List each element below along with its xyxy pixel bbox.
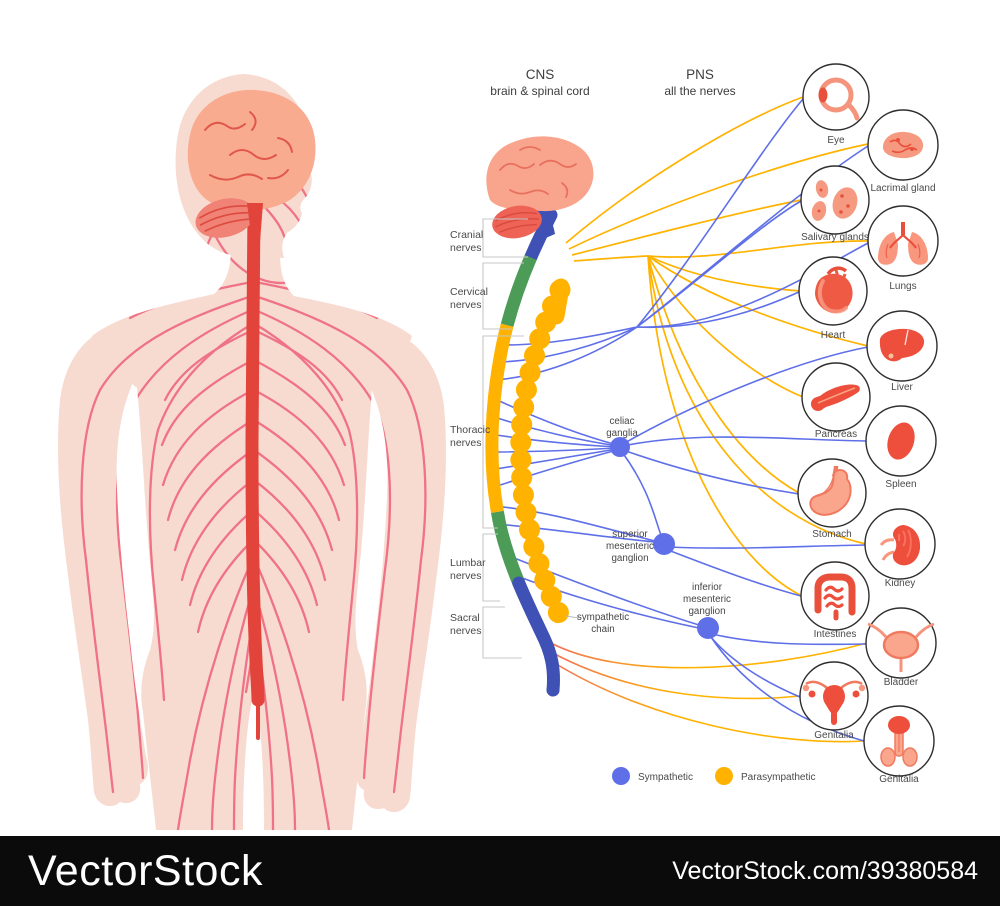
sympathetic-legend-label: Sympathetic xyxy=(638,772,693,783)
sacral-parasympathetic-lines xyxy=(548,641,868,743)
organ-intestines: Intestines xyxy=(800,561,870,640)
organ-label: Spleen xyxy=(885,479,916,490)
organ-label: Lacrimal gland xyxy=(870,183,935,194)
organ-label: Genitalia xyxy=(879,774,919,785)
lacrimal-gland-icon xyxy=(882,131,924,159)
organ-label: Kidney xyxy=(885,578,916,589)
inferior-mesenteric-label: inferior xyxy=(692,582,723,593)
organ-genitalia-male: Genitalia xyxy=(863,705,935,785)
pns-subtitle: all the nerves xyxy=(664,84,735,98)
organ-label: Lungs xyxy=(889,281,916,292)
celiac-ganglia-label: celiac xyxy=(609,416,634,427)
sympathetic-legend-dot xyxy=(612,767,630,785)
organ-label: Pancreas xyxy=(815,429,857,440)
svg-text:ganglia: ganglia xyxy=(606,428,638,439)
organ-salivary-glands: Salivary glands xyxy=(800,165,870,243)
organ-spleen: Spleen xyxy=(865,405,937,490)
watermark-brand: VectorStock xyxy=(28,846,263,895)
superior-mesenteric-label: superior xyxy=(612,529,648,540)
organ-heart: Heart xyxy=(798,256,868,341)
cerebellum xyxy=(195,198,255,238)
organ-lacrimal-gland: Lacrimal gland xyxy=(867,109,939,194)
organ-bladder: Bladder xyxy=(865,607,937,688)
organ-label: Liver xyxy=(891,382,913,393)
svg-text:nerves: nerves xyxy=(450,437,482,449)
organ-label: Intestines xyxy=(814,629,857,640)
superior-mesenteric-ganglion-dot xyxy=(653,533,675,555)
parasympathetic-legend-label: Parasympathetic xyxy=(741,772,815,783)
organ-pancreas: Pancreas xyxy=(801,362,871,440)
human-body-illustration xyxy=(57,74,447,830)
organ-lungs: Lungs xyxy=(867,205,939,292)
organ-eye: Eye xyxy=(802,63,870,146)
organ-label: Salivary glands xyxy=(801,232,869,243)
cns-title: CNS xyxy=(526,67,555,82)
organ-kidney: Kidney xyxy=(864,508,936,589)
svg-text:mesenteric: mesenteric xyxy=(606,541,654,552)
brain-illustration xyxy=(187,89,316,242)
stomach-icon xyxy=(809,465,852,516)
kidney-icon xyxy=(879,525,921,566)
organ-genitalia-female: Genitalia xyxy=(799,661,869,741)
liver-icon xyxy=(879,328,925,362)
svg-text:nerves: nerves xyxy=(450,625,482,637)
diagram-brain xyxy=(486,136,594,240)
svg-text:chain: chain xyxy=(591,624,614,635)
sympathetic-chain-label: sympathetic xyxy=(577,612,629,623)
ganglia-labels: celiac ganglia superior mesenteric gangl… xyxy=(565,416,731,635)
spine-section-labels: Cranial nerves Cervical nerves Thoracic … xyxy=(450,218,528,659)
intestines-icon xyxy=(814,573,856,621)
cervical-nerves-label: Cervical xyxy=(450,286,488,298)
organ-label: Eye xyxy=(827,135,845,146)
sympathetic-chain xyxy=(510,278,571,627)
thoracic-nerves-label: Thoracic xyxy=(450,424,490,436)
inferior-mesenteric-ganglion-dot xyxy=(697,617,719,639)
cns-subtitle: brain & spinal cord xyxy=(490,84,589,98)
eye-icon xyxy=(818,77,860,121)
organ-liver: Liver xyxy=(866,310,938,393)
svg-text:mesenteric: mesenteric xyxy=(683,594,731,605)
lumbar-nerves-label: Lumbar xyxy=(450,557,486,569)
heart-icon xyxy=(815,266,853,314)
cranial-nerves-label: Cranial xyxy=(450,229,483,241)
diagram-spinal-cord xyxy=(485,208,560,697)
bladder-icon xyxy=(867,622,935,672)
organ-label: Genitalia xyxy=(814,730,854,741)
male-genitalia-icon xyxy=(880,716,918,767)
svg-text:ganglion: ganglion xyxy=(688,606,725,617)
svg-text:nerves: nerves xyxy=(450,299,482,311)
svg-text:nerves: nerves xyxy=(450,570,482,582)
organ-label: Heart xyxy=(821,330,846,341)
sacral-nerves-label: Sacral xyxy=(450,612,480,624)
lungs-icon xyxy=(878,222,928,265)
legend: Sympathetic Parasympathetic xyxy=(612,767,815,785)
parasympathetic-lines xyxy=(565,96,869,597)
spleen-icon xyxy=(887,422,915,460)
sympathetic-lines xyxy=(488,98,869,742)
organ-label: Stomach xyxy=(812,529,851,540)
watermark-url: VectorStock.com/39380584 xyxy=(672,856,978,885)
poster-art: CNS brain & spinal cord PNS all the nerv… xyxy=(57,63,939,830)
cns-pns-diagram: CNS brain & spinal cord PNS all the nerv… xyxy=(450,63,939,785)
parasympathetic-legend-dot xyxy=(715,767,733,785)
salivary-glands-icon xyxy=(811,180,858,221)
watermark-bar: VectorStock VectorStock.com/39380584 xyxy=(0,836,1000,906)
organ-stomach: Stomach xyxy=(797,458,867,540)
celiac-ganglia-dot xyxy=(610,437,630,457)
pancreas-icon xyxy=(811,384,860,411)
female-genitalia-icon xyxy=(802,680,866,725)
svg-text:ganglion: ganglion xyxy=(611,553,648,564)
svg-text:nerves: nerves xyxy=(450,242,482,254)
pns-title: PNS xyxy=(686,67,714,82)
spinal-cord xyxy=(245,201,265,707)
organ-label: Bladder xyxy=(884,677,919,688)
